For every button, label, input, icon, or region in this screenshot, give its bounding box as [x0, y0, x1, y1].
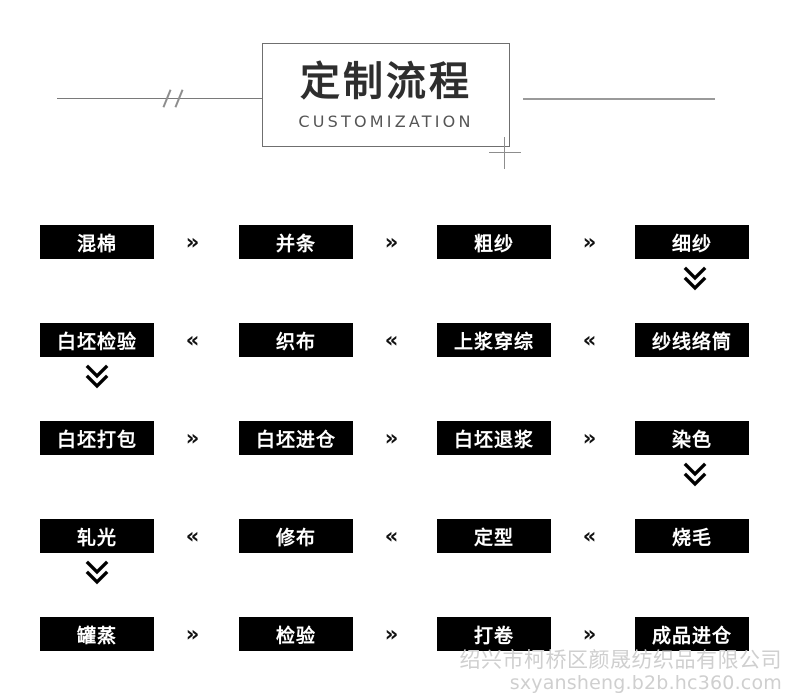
- arrow-right-icon: »: [582, 230, 597, 254]
- process-step: 纱线络筒: [635, 323, 749, 357]
- plus-mark-icon: [489, 137, 521, 169]
- arrow-right-icon: »: [185, 230, 200, 254]
- arrow-right-icon: »: [384, 622, 399, 646]
- process-step: 上浆穿综: [437, 323, 551, 357]
- arrow-right-icon: »: [185, 622, 200, 646]
- title-box: 定制流程 CUSTOMIZATION: [262, 43, 510, 147]
- flow-row: 轧光 « 修布 « 定型 « 烧毛: [0, 469, 790, 585]
- watermark-url: sxyansheng.b2b.hc360.com: [509, 671, 782, 694]
- arrow-left-icon: «: [185, 524, 200, 548]
- process-step: 烧毛: [635, 519, 749, 553]
- arrow-left-icon: «: [582, 524, 597, 548]
- flow-row: 罐蒸 » 检验 » 打卷 » 成品进仓: [0, 567, 790, 651]
- process-step: 定型: [437, 519, 551, 553]
- process-step: 并条: [239, 225, 353, 259]
- arrow-left-icon: «: [384, 524, 399, 548]
- process-step: 白坯退浆: [437, 421, 551, 455]
- header-rule-left: [57, 89, 263, 108]
- flow-row: 白坯打包 » 白坯进仓 » 白坯退浆 » 染色: [0, 371, 790, 487]
- process-step: 细纱: [635, 225, 749, 259]
- flow-row: 混棉 » 并条 » 粗纱 » 细纱: [0, 175, 790, 291]
- arrow-right-icon: »: [384, 230, 399, 254]
- arrow-right-icon: »: [185, 426, 200, 450]
- page-subtitle: CUSTOMIZATION: [298, 112, 474, 131]
- process-step: 织布: [239, 323, 353, 357]
- arrow-down-icon: [682, 265, 708, 295]
- process-step: 白坯进仓: [239, 421, 353, 455]
- arrow-left-icon: «: [582, 328, 597, 352]
- arrow-down-icon: [84, 363, 110, 393]
- process-step: 混棉: [40, 225, 154, 259]
- arrow-down-icon: [682, 461, 708, 491]
- page-title: 定制流程: [300, 59, 472, 105]
- process-step: 修布: [239, 519, 353, 553]
- slash-mark-icon: [174, 89, 184, 108]
- arrow-down-icon: [84, 559, 110, 589]
- watermark: 绍兴市柯桥区颜晟纺织品有限公司 sxyansheng.b2b.hc360.com: [460, 649, 783, 694]
- process-step: 白坯检验: [40, 323, 154, 357]
- arrow-left-icon: «: [185, 328, 200, 352]
- process-step: 染色: [635, 421, 749, 455]
- arrow-right-icon: »: [384, 426, 399, 450]
- process-step: 打卷: [437, 617, 551, 651]
- process-step: 检验: [239, 617, 353, 651]
- header-rule-right: [523, 98, 715, 100]
- process-step: 白坯打包: [40, 421, 154, 455]
- watermark-company: 绍兴市柯桥区颜晟纺织品有限公司: [459, 648, 782, 673]
- process-step: 粗纱: [437, 225, 551, 259]
- arrow-right-icon: »: [582, 426, 597, 450]
- process-step: 成品进仓: [635, 617, 749, 651]
- flow-row: 白坯检验 « 织布 « 上浆穿综 « 纱线络筒: [0, 273, 790, 389]
- arrow-left-icon: «: [384, 328, 399, 352]
- process-step: 轧光: [40, 519, 154, 553]
- process-flow: 混棉 » 并条 » 粗纱 » 细纱 白坯检验 « 织布 « 上浆穿综 « 纱线络…: [0, 175, 790, 651]
- arrow-right-icon: »: [582, 622, 597, 646]
- page-header: 定制流程 CUSTOMIZATION: [0, 0, 790, 175]
- slash-mark-icon: [162, 89, 172, 108]
- process-step: 罐蒸: [40, 617, 154, 651]
